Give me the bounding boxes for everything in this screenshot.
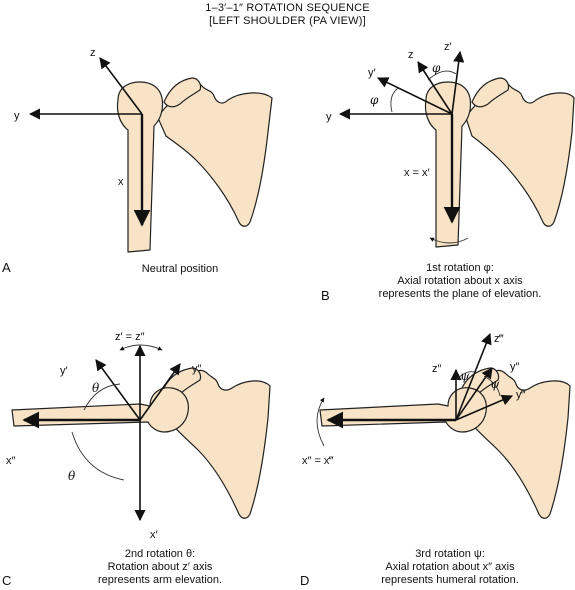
panel-a: z y x: [14, 47, 273, 253]
zdoubleprime-label-d: z″: [432, 363, 442, 375]
caption-d: 3rd rotation ψ: Axial rotation about x″ …: [340, 548, 560, 587]
humerus-c: [11, 387, 189, 433]
acromion-a: [163, 77, 202, 108]
yprime-label-b: y′: [368, 67, 376, 79]
z-label-b: z: [408, 49, 414, 61]
phi-arc-top-b: [427, 70, 457, 81]
x-equals-xprime-label-b: x = x′: [404, 167, 430, 179]
ydoubleprime-axis-d: [455, 367, 493, 421]
caption-c-line1: 2nd rotation θ:: [124, 548, 196, 560]
panel-letter-b: B: [321, 288, 330, 303]
psi-label-top-d: ψ: [460, 369, 470, 383]
z-axis-b: [417, 61, 453, 115]
y-label-b: y: [326, 111, 332, 123]
caption-c-line3: represents arm elevation.: [97, 574, 223, 586]
ztripleprime-axis-d: [455, 332, 492, 421]
psi-arc-right-d: [483, 375, 501, 397]
phi-label-left-b: φ: [370, 93, 379, 107]
psi-arc-top-d: [455, 371, 475, 381]
y-label-a: y: [14, 110, 20, 122]
ytripleprime-label-d: y‴: [516, 389, 526, 401]
ztripleprime-label-d: z‴: [494, 333, 504, 345]
zprime-axis-b: [451, 50, 465, 115]
psi-label-right-d: ψ: [490, 377, 500, 391]
figure-title-line2: [LEFT SHOULDER (PA VIEW)]: [209, 15, 366, 27]
theta-label-top-c: θ: [92, 381, 100, 395]
yprime-label-c: y′: [60, 365, 68, 377]
theta-label-bottom-c: θ: [68, 469, 76, 483]
xdoubleprime-label-c: x″: [6, 455, 16, 467]
figure-title-line1: 1–3′–1″ ROTATION SEQUENCE: [205, 2, 370, 14]
humerus-a: [116, 81, 164, 253]
caption-b: 1st rotation φ: Axial rotation about x a…: [350, 262, 570, 301]
ytripleprime-axis-d: [455, 394, 514, 421]
caption-c-line2: Rotation about z′ axis: [107, 561, 213, 573]
caption-d-line2: Axial rotation about x″ axis: [385, 561, 515, 573]
xprime-label-c: x′: [150, 529, 158, 541]
yprime-axis-b: [376, 77, 453, 115]
panel-letter-a: A: [2, 260, 11, 275]
caption-a: Neutral position: [110, 263, 250, 276]
scapula-d: [465, 369, 571, 519]
caption-a-line1: Neutral position: [141, 263, 219, 275]
panel-d: z‴ z″ y″ y‴ x″ = x‴ ψ ψ: [302, 332, 571, 519]
ydoubleprime-axis-c: [139, 363, 181, 421]
ydoubleprime-label-d: y″: [510, 361, 520, 373]
x-label-a: x: [118, 176, 124, 188]
rotation-arrow-c: [119, 344, 163, 351]
phi-label-top-b: φ: [432, 61, 441, 75]
axial-rotation-arrow-b: [429, 237, 469, 244]
humerus-b: [424, 81, 472, 248]
ydoubleprime-label-c: y″: [192, 363, 202, 375]
theta-arc-top-c: [83, 383, 121, 411]
xdouble-equals-xtriple-label-d: x″ = x‴: [302, 455, 333, 467]
caption-c: 2nd rotation θ: Rotation about z′ axis r…: [60, 548, 260, 587]
panel-letter-d: D: [300, 573, 310, 588]
theta-arc-bottom-c: [71, 431, 125, 481]
caption-d-line3: represents humeral rotation.: [381, 574, 519, 586]
z-axis-a: [99, 57, 143, 115]
axial-rotation-arrow-d: [316, 397, 325, 447]
phi-arc-left-b: [390, 87, 399, 113]
z-label-a: z: [90, 47, 96, 59]
caption-b-line2: Axial rotation about x axis: [397, 275, 523, 287]
yprime-axis-c: [95, 359, 141, 421]
zprime-equals-zdouble-label-c: z′ = z″: [115, 331, 145, 343]
caption-d-line1: 3rd rotation ψ:: [415, 548, 485, 560]
zprime-label-b: z′: [444, 41, 452, 53]
panel-c: z′ = z″ y′ y″ x″ x′ θ θ: [6, 331, 271, 541]
panel-b: z z′ y′ y x = x′ φ φ: [326, 41, 575, 248]
scapula-c: [167, 369, 271, 519]
panel-letter-c: C: [2, 573, 12, 588]
caption-b-line1: 1st rotation φ:: [426, 262, 494, 274]
caption-b-line3: represents the plane of elevation.: [378, 288, 542, 300]
acromion-b: [471, 77, 510, 108]
humerus-d: [319, 387, 487, 433]
